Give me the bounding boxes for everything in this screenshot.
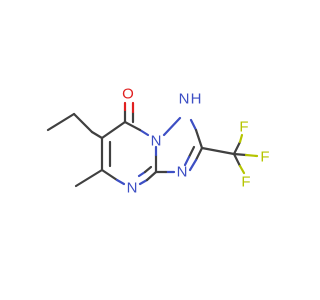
bond-c6-ch2 (90, 130, 104, 140)
structure-svg: O N H N N N F F F (46, 86, 270, 197)
bond-c5-methyl (74, 168, 104, 188)
atom-fluorine-1: F (239, 119, 248, 136)
atom-nitrogen-pyrimidine: N (127, 180, 138, 197)
bond-n1-c2a (189, 118, 198, 132)
bond-c7-c6 (100, 120, 127, 140)
bond-c-f2a (232, 152, 248, 157)
bond-n8-c7b (123, 120, 142, 132)
atom-fluorine-2: F (260, 149, 269, 166)
bond-n1-c2b (194, 128, 204, 150)
bond-c5-n4a (100, 168, 119, 182)
bond-n4-c3a-b (145, 170, 158, 182)
atom-nitrogen-triazole: N (177, 164, 188, 181)
atom-nitrogen-fused: N (151, 133, 162, 150)
bond-c-f2b (244, 153, 259, 158)
bond-n8-c7a (138, 128, 150, 137)
atom-nitrogen-nh: N (179, 91, 190, 108)
bond-c2-n3b (188, 158, 198, 172)
bond-c-f3a (232, 152, 242, 168)
bond-c2-cf3 (200, 146, 236, 156)
bond-ethyl-2 (46, 112, 76, 132)
atom-oxygen: O (122, 86, 134, 103)
molecule-diagram: O N H N N N F F F (46, 86, 270, 197)
atom-hydrogen: H (191, 91, 202, 108)
bond-c2-n3a (194, 146, 204, 162)
bond-n4-c3a-inner-b (143, 165, 153, 174)
bond-n4-c3a-inner-a (137, 170, 147, 178)
bond-c5-n4b (115, 178, 126, 186)
bond-n4-c3a-a (138, 178, 149, 186)
bond-c-f1a (232, 140, 242, 156)
bond-c-f3b (238, 164, 246, 175)
atom-fluorine-3: F (241, 174, 250, 191)
bond-ethyl-1 (72, 112, 94, 134)
bond-n8-n1 (162, 116, 182, 137)
bond-c2-n3-inner-a (187, 145, 196, 159)
bond-c-f1b (238, 133, 244, 144)
bond-c2-n3-inner-b (183, 155, 191, 167)
